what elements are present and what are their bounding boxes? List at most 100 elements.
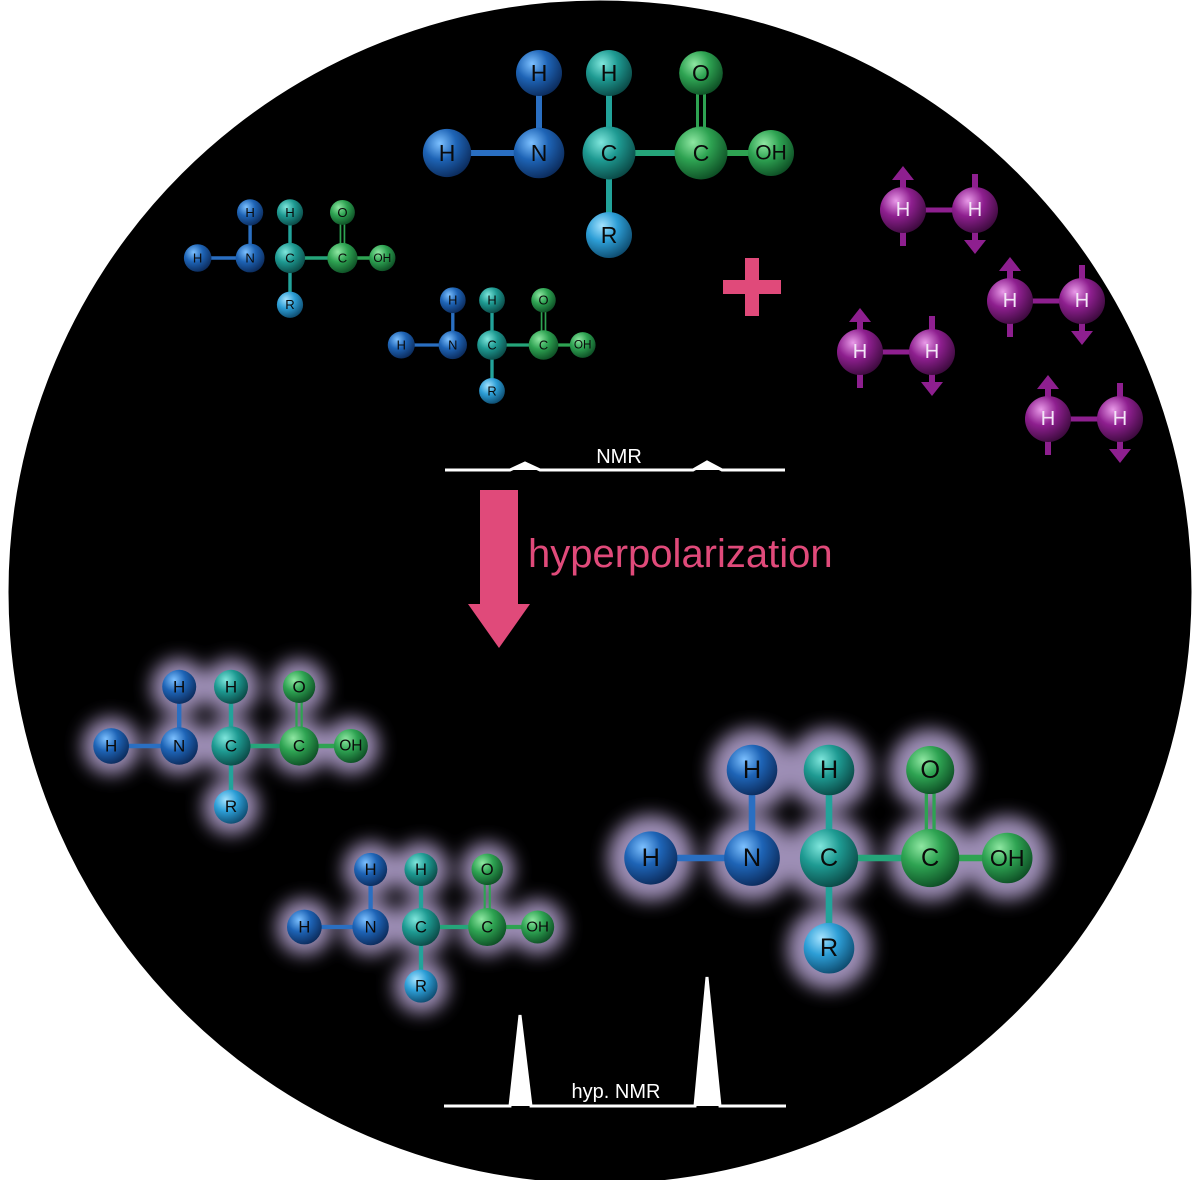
nmr-spectrum-after: hyp. NMR: [444, 976, 786, 1108]
atom-label: H: [439, 140, 456, 166]
atom-label: C: [481, 918, 493, 937]
atom-n: [352, 908, 389, 946]
atom-label: R: [487, 383, 496, 398]
h-atom: [1097, 396, 1143, 442]
atom-h-amine-left: [286, 909, 322, 945]
atom-label: H: [820, 756, 838, 784]
atom-label: OH: [755, 142, 787, 165]
atom-r: [803, 922, 855, 974]
atom-h-alpha: [213, 669, 249, 704]
atom-h-amine-left: [183, 244, 212, 272]
atom-n: [513, 127, 565, 179]
atom-h-amine-top: [162, 669, 197, 704]
atom-label: H: [298, 918, 310, 937]
atom-n: [724, 830, 780, 886]
atom-label: N: [743, 844, 761, 872]
atom-c-carboxyl: [279, 726, 319, 766]
atom-r: [586, 212, 632, 258]
atom-label: R: [415, 977, 427, 996]
spin-down-arrowhead: [964, 240, 986, 254]
atom-r: [213, 789, 249, 824]
atom-h-alpha: [404, 852, 438, 886]
atom-label: H: [285, 205, 294, 220]
atom-label: H: [193, 251, 202, 266]
atom-label: H: [487, 293, 496, 308]
h-atom: [1059, 278, 1105, 324]
atom-label: N: [448, 338, 457, 353]
atom-c-carboxyl: [327, 242, 358, 274]
atom-label: N: [365, 918, 377, 937]
atom-c-alpha: [477, 330, 507, 360]
atom-c-alpha: [401, 907, 441, 947]
atom-h-amine-top: [516, 50, 562, 96]
atom-h-amine-left: [387, 331, 415, 359]
atom-label: C: [601, 140, 618, 166]
atom-h-alpha: [276, 199, 304, 226]
atom-label: H: [642, 844, 660, 872]
h-atom: [909, 329, 955, 375]
spin-down-arrowhead: [1071, 331, 1093, 345]
plus-sign: [723, 258, 781, 316]
atom-label: O: [481, 860, 494, 879]
atom-oh: [748, 130, 794, 176]
atom-label: N: [531, 140, 548, 166]
atom-label: N: [173, 737, 185, 756]
atom-label: H: [397, 338, 406, 353]
atom-label: O: [337, 205, 347, 220]
spin-up-arrowhead: [1037, 375, 1059, 389]
h-atom-label: H: [853, 341, 867, 363]
atom-label: C: [487, 338, 496, 353]
atom-label: C: [285, 251, 294, 266]
atom-label: R: [225, 797, 237, 816]
spin-down-arrowhead: [921, 382, 943, 396]
atom-c-alpha: [799, 828, 859, 888]
h-atom-label: H: [1041, 408, 1055, 430]
atom-h-alpha: [586, 50, 632, 96]
hyperpolarization-arrow: [468, 490, 530, 648]
atom-label: OH: [526, 919, 549, 936]
atom-label: H: [415, 860, 427, 879]
atom-label: N: [245, 251, 254, 266]
hyperpolarization-glow: [82, 658, 379, 835]
h-atom-label: H: [925, 341, 939, 363]
h-atom-label: H: [1113, 408, 1127, 430]
atom-r: [276, 291, 304, 318]
atom-label: OH: [339, 738, 362, 755]
atom-label: H: [105, 737, 117, 756]
h-atom: [987, 278, 1033, 324]
atom-r: [404, 969, 438, 1003]
atom-label: O: [292, 677, 305, 696]
atom-h-amine-left: [422, 128, 472, 178]
atom-label: H: [531, 60, 548, 86]
hyperpolarization-label: hyperpolarization: [528, 532, 833, 576]
h-atom-label: H: [1075, 290, 1089, 312]
h-atom-label: H: [968, 199, 982, 221]
nmr-label-after: hyp. NMR: [572, 1081, 661, 1103]
atom-label: OH: [574, 339, 592, 352]
h-atom: [952, 187, 998, 233]
atom-label: H: [601, 60, 618, 86]
atom-h-amine-top: [354, 852, 388, 886]
atom-label: O: [920, 756, 940, 784]
atom-h-amine-top: [236, 199, 264, 226]
atom-o: [282, 670, 316, 703]
spin-down-arrowhead: [1109, 449, 1131, 463]
atom-label: C: [338, 251, 347, 266]
atom-label: H: [743, 756, 761, 784]
atom-o: [329, 199, 355, 225]
atom-oh: [981, 832, 1033, 884]
h-atom: [880, 187, 926, 233]
h-atom: [1025, 396, 1071, 442]
atom-o: [679, 51, 723, 95]
atom-r: [479, 378, 505, 404]
atom-n: [235, 243, 265, 273]
atom-n: [438, 330, 467, 360]
atom-oh: [369, 244, 396, 272]
